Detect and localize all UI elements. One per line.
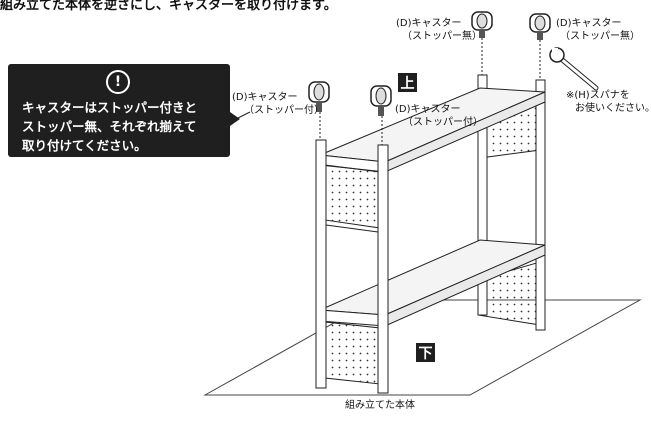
exclamation-circle-icon: ! [106, 70, 130, 94]
caster-nostop-mid-line2: （ストッパー無） [402, 29, 482, 42]
bottom-marker: 下 [419, 346, 433, 362]
front-right-post [377, 144, 389, 394]
note-leader-line [235, 111, 251, 120]
instruction-header: 組み立てた本体を逆さにし、キャスターを取り付けます。 [0, 0, 337, 13]
caster-icon [370, 85, 392, 116]
caster-nostop-right-line1: (D)キャスター [556, 17, 622, 29]
front-panel-bottom [324, 321, 381, 385]
caster-icon [529, 13, 551, 40]
wrench-note-line2: お使いください。 [575, 101, 651, 114]
caster-stopper-left-line1: (D)キャスター [232, 91, 298, 103]
front-left-post [315, 139, 327, 389]
caster-stopper-left-line2: （ストッパー付） [244, 103, 324, 116]
caution-line-1: キャスターはストッパー付きと [22, 100, 198, 115]
wrench-note-line1: ※(H)スパナを [566, 89, 630, 101]
leader-dot [234, 117, 238, 121]
caster-icon [308, 81, 330, 112]
caution-text: キャスターはストッパー付きと ストッパー無、それぞれ揃えて 取り付けてください。 [22, 98, 222, 155]
caster-nostop-mid-line1: (D)キャスター [396, 17, 462, 29]
caster-stopper-mid-line1: (D)キャスター [395, 103, 461, 115]
rear-right-post [535, 79, 546, 331]
front-panel-top [324, 164, 381, 229]
bottom-marker-box [416, 343, 435, 362]
top-marker-box [398, 73, 417, 92]
caution-line-3: 取り付けてください。 [22, 138, 147, 153]
caution-note: ! キャスターはストッパー付きと ストッパー無、それぞれ揃えて 取り付けてくださ… [8, 64, 230, 157]
wrench-icon [549, 47, 599, 91]
caster-nostop-right-line2: （ストッパー無） [560, 29, 640, 42]
front-rail [325, 224, 379, 233]
caster-icon [471, 11, 493, 38]
top-marker: 上 [401, 76, 415, 92]
body-caption: 組み立てた本体 [345, 398, 415, 411]
caster-stopper-mid-line2: （ストッパー付） [403, 115, 483, 128]
caution-line-2: ストッパー無、それぞれ揃えて [22, 119, 197, 134]
